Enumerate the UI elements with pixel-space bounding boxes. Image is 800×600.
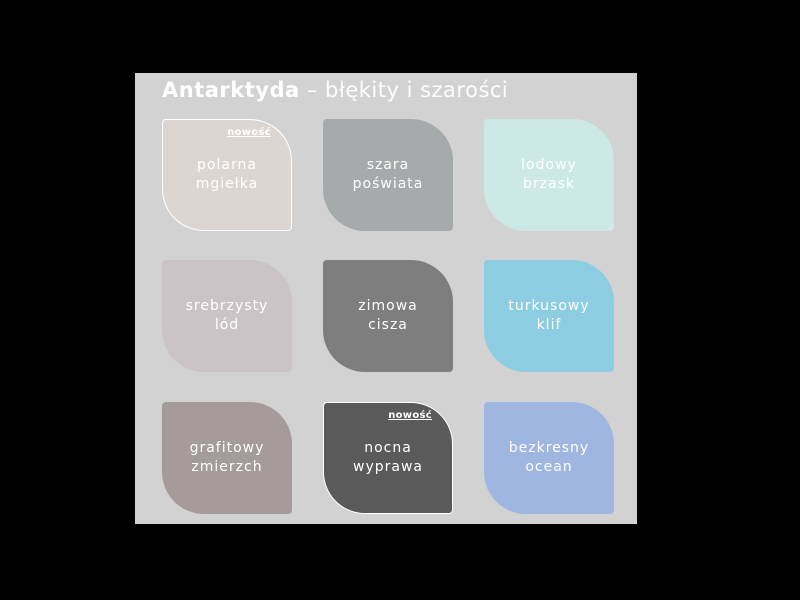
new-badge: nowość <box>388 410 432 421</box>
swatch-label-line1: srebrzysty <box>185 298 269 314</box>
swatch-label: nocna wyprawa <box>353 439 423 477</box>
palette-panel: Antarktyda – błękity i szarości nowość p… <box>135 73 637 524</box>
swatch-nocna-wyprawa[interactable]: nowość nocna wyprawa <box>323 402 453 514</box>
swatch-label-line1: lodowy <box>521 157 577 173</box>
swatch-label: lodowy brzask <box>521 156 577 194</box>
swatch-grafitowy-zmierzch[interactable]: grafitowy zmierzch <box>162 402 292 514</box>
swatch-label-line2: poświata <box>352 176 424 192</box>
swatch-szara-poswiata[interactable]: szara poświata <box>323 119 453 231</box>
swatch-turkusowy-klif[interactable]: turkusowy klif <box>484 260 614 372</box>
palette-title: Antarktyda – błękity i szarości <box>162 78 508 102</box>
swatch-lodowy-brzask[interactable]: lodowy brzask <box>484 119 614 231</box>
swatch-label-line2: wyprawa <box>353 459 423 475</box>
swatch-label-line2: mgiełka <box>195 176 259 192</box>
swatch-label-line2: brzask <box>523 176 575 192</box>
swatch-label: szara poświata <box>353 156 424 194</box>
swatch-label-line1: grafitowy <box>189 440 265 456</box>
swatch-label: bezkresny ocean <box>509 439 589 477</box>
swatch-label-line1: szara <box>366 157 410 173</box>
swatch-label-line2: cisza <box>368 317 408 333</box>
swatch-label: grafitowy zmierzch <box>190 439 265 477</box>
title-subtitle: błękity i szarości <box>325 78 509 102</box>
title-separator: – <box>299 78 326 102</box>
swatch-label-line1: bezkresny <box>508 440 590 456</box>
swatch-label-line1: nocna <box>364 440 412 456</box>
swatch-label-line2: lód <box>214 317 240 333</box>
swatch-label-line2: ocean <box>525 459 573 475</box>
swatch-label-line1: polarna <box>197 157 257 173</box>
swatch-srebrzysty-lod[interactable]: srebrzysty lód <box>162 260 292 372</box>
swatch-label-line2: klif <box>536 317 562 333</box>
swatch-label: zimowa cisza <box>358 297 417 335</box>
new-badge: nowość <box>227 127 271 138</box>
swatch-label-line1: zimowa <box>358 298 418 314</box>
swatch-label: polarna mgiełka <box>196 156 258 194</box>
title-brand: Antarktyda <box>162 78 300 102</box>
swatch-polarna-mgielka[interactable]: nowość polarna mgiełka <box>162 119 292 231</box>
swatch-label: turkusowy klif <box>508 297 589 335</box>
swatch-label: srebrzysty lód <box>186 297 269 335</box>
swatch-label-line1: turkusowy <box>508 298 590 314</box>
swatch-label-line2: zmierzch <box>191 459 263 475</box>
swatch-bezkresny-ocean[interactable]: bezkresny ocean <box>484 402 614 514</box>
swatch-zimowa-cisza[interactable]: zimowa cisza <box>323 260 453 372</box>
